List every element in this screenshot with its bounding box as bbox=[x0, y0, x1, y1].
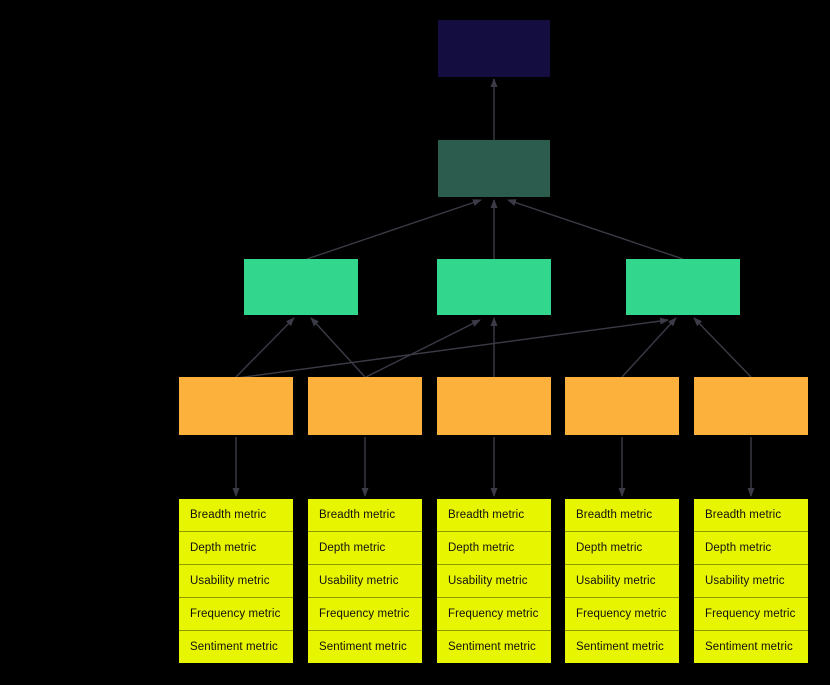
root-node-1[interactable] bbox=[438, 20, 550, 77]
edge-l2-1-to-l1-1 bbox=[306, 199, 482, 260]
metric-cell-5-3[interactable]: Usability metric bbox=[694, 565, 808, 598]
metric-cell-1-5[interactable]: Sentiment metric bbox=[190, 641, 278, 653]
metric-cell-3-4[interactable]: Frequency metric bbox=[437, 598, 551, 631]
edge-l2-3-to-l1-1 bbox=[507, 199, 684, 260]
metric-cell-5-1[interactable]: Breadth metric bbox=[694, 499, 808, 532]
level3-node-4[interactable] bbox=[565, 377, 679, 435]
level3-node-3[interactable] bbox=[437, 377, 551, 435]
metric-cell-2-3[interactable]: Usability metric bbox=[308, 565, 422, 598]
metric-cell-3-2[interactable]: Depth metric bbox=[437, 532, 551, 565]
metric-cell-5-5[interactable]: Sentiment metric bbox=[705, 641, 793, 653]
metric-cell-4-5[interactable]: Sentiment metric bbox=[576, 641, 664, 653]
metric-cell-4-1[interactable]: Breadth metric bbox=[565, 499, 679, 532]
edge-l3-2-to-l2-1 bbox=[310, 317, 366, 378]
level3-node-1[interactable] bbox=[179, 377, 293, 435]
level2-node-2[interactable] bbox=[437, 259, 551, 315]
metric-cell-1-3[interactable]: Usability metric bbox=[179, 565, 293, 598]
metric-cell-3-5[interactable]: Sentiment metric bbox=[448, 641, 536, 653]
metric-cell-4-4[interactable]: Frequency metric bbox=[565, 598, 679, 631]
edge-l3-1-to-l2-3 bbox=[236, 317, 669, 379]
level1-node-1[interactable] bbox=[438, 140, 550, 197]
edge-l3-2-to-l2-2 bbox=[365, 319, 481, 378]
metric-cell-3-1[interactable]: Breadth metric bbox=[437, 499, 551, 532]
metric-cell-1-4[interactable]: Frequency metric bbox=[179, 598, 293, 631]
metric-cell-2-4[interactable]: Frequency metric bbox=[308, 598, 422, 631]
metric-cell-2-1[interactable]: Breadth metric bbox=[308, 499, 422, 532]
metric-cell-3-3[interactable]: Usability metric bbox=[437, 565, 551, 598]
edge-l3-1-to-l2-1 bbox=[235, 317, 295, 378]
level3-node-5[interactable] bbox=[694, 377, 808, 435]
metric-cell-5-4[interactable]: Frequency metric bbox=[694, 598, 808, 631]
metric-cell-1-2[interactable]: Depth metric bbox=[179, 532, 293, 565]
level3-node-2[interactable] bbox=[308, 377, 422, 435]
metric-cell-4-3[interactable]: Usability metric bbox=[565, 565, 679, 598]
metric-cell-2-2[interactable]: Depth metric bbox=[308, 532, 422, 565]
metric-cell-2-5[interactable]: Sentiment metric bbox=[319, 641, 407, 653]
edge-l3-5-to-l2-3 bbox=[693, 317, 752, 378]
metric-cell-4-2[interactable]: Depth metric bbox=[565, 532, 679, 565]
level2-node-1[interactable] bbox=[244, 259, 358, 315]
metric-cell-1-1[interactable]: Breadth metric bbox=[179, 499, 293, 532]
level2-node-3[interactable] bbox=[626, 259, 740, 315]
edge-l3-4-to-l2-3 bbox=[621, 317, 677, 378]
metric-cell-5-2[interactable]: Depth metric bbox=[694, 532, 808, 565]
